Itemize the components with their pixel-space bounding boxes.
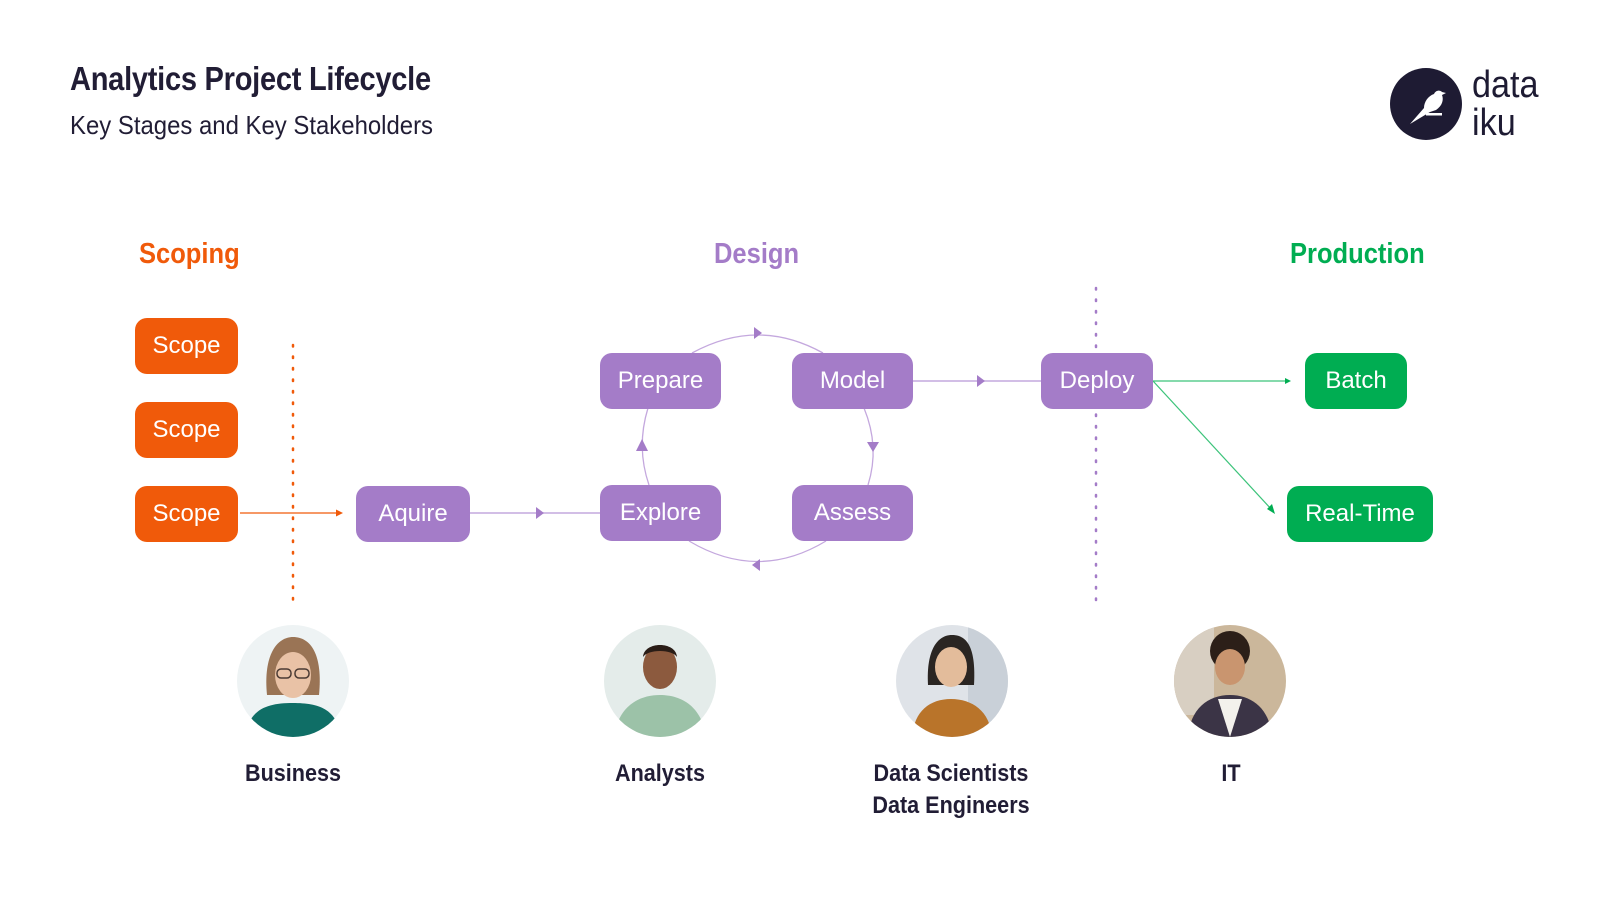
node-real-time[interactable]: Real-Time — [1287, 486, 1433, 542]
arrowhead — [636, 439, 648, 451]
avatar-it — [1174, 625, 1286, 737]
page-subtitle: Key Stages and Key Stakeholders — [70, 110, 434, 140]
avatar-business — [237, 625, 349, 737]
edge-prepare-model — [691, 334, 824, 354]
node-batch[interactable]: Batch — [1305, 353, 1407, 409]
arrowhead — [977, 375, 985, 387]
stage-heading-scoping: Scoping — [139, 238, 240, 270]
arrowhead — [1285, 378, 1291, 384]
person-photo-icon — [896, 625, 1008, 737]
node-scope-1[interactable]: Scope — [135, 318, 238, 374]
arrowhead — [336, 509, 343, 517]
logo-badge — [1390, 68, 1462, 140]
node-scope-3[interactable]: Scope — [135, 486, 238, 542]
node-explore[interactable]: Explore — [600, 485, 721, 541]
edge-deploy-realtime — [1152, 380, 1273, 511]
arrowhead — [752, 559, 760, 571]
arrowhead — [1267, 504, 1275, 514]
avatar-data-scientists — [896, 625, 1008, 737]
stakeholder-analysts: Analysts — [614, 760, 706, 787]
page-title: Analytics Project Lifecycle — [70, 60, 431, 97]
logo-wordmark: data iku — [1472, 64, 1539, 144]
person-photo-icon — [237, 625, 349, 737]
arrowhead — [867, 442, 879, 452]
person-photo-icon — [604, 625, 716, 737]
node-scope-2[interactable]: Scope — [135, 402, 238, 458]
arrowhead — [754, 327, 762, 339]
node-model[interactable]: Model — [792, 353, 913, 409]
person-photo-icon — [1174, 625, 1286, 737]
edge-assess-explore — [688, 540, 827, 563]
node-prepare[interactable]: Prepare — [600, 353, 721, 409]
node-aquire[interactable]: Aquire — [356, 486, 470, 542]
stakeholder-business: Business — [244, 760, 342, 787]
stage-heading-production: Production — [1290, 238, 1425, 270]
stage-heading-design: Design — [714, 238, 800, 270]
arrowhead — [536, 507, 544, 519]
node-assess[interactable]: Assess — [792, 485, 913, 541]
node-deploy[interactable]: Deploy — [1041, 353, 1153, 409]
stakeholder-data-scientists: Data Scientists Data Engineers — [872, 760, 1030, 819]
bird-icon — [1410, 90, 1446, 124]
stakeholder-it: IT — [1221, 760, 1241, 787]
avatar-analysts — [604, 625, 716, 737]
